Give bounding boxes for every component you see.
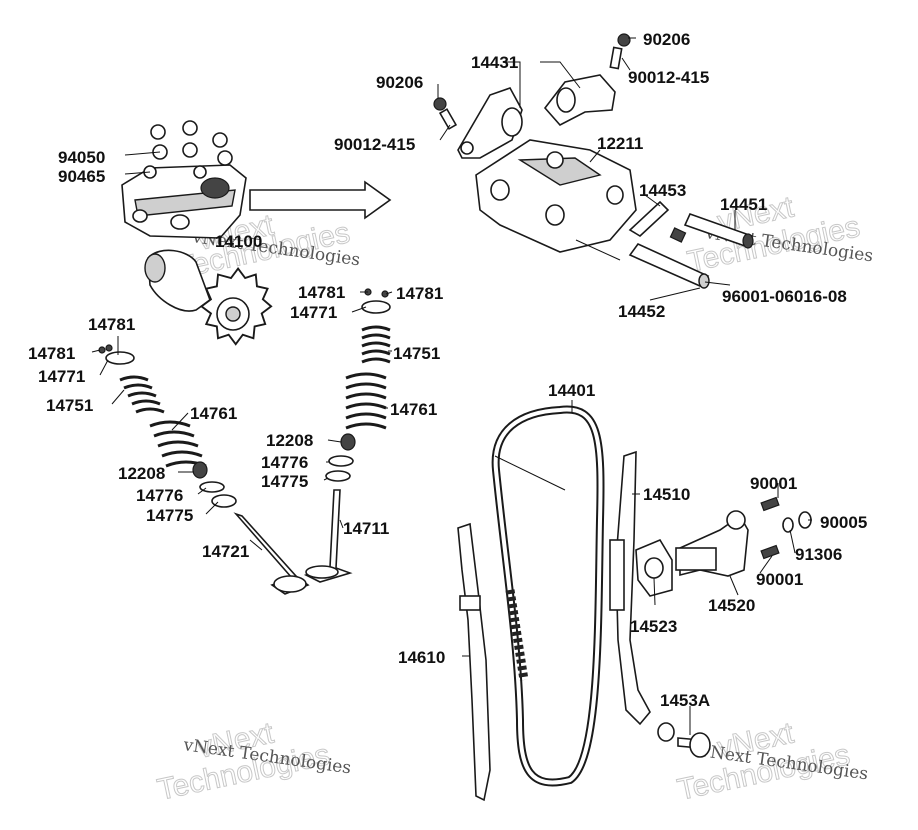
label-14775-right: 14775 (261, 472, 308, 491)
label-14776-right: 14776 (261, 453, 308, 472)
rocker-arms-drawing (433, 33, 631, 159)
assembly-arrow-icon (249, 180, 392, 220)
label-14711: 14711 (343, 519, 389, 538)
label-14452: 14452 (618, 302, 665, 321)
label-14520: 14520 (708, 596, 755, 615)
label-14610: 14610 (398, 648, 445, 667)
valve-stack-left-drawing (98, 344, 310, 595)
label-12208-right: 12208 (266, 431, 313, 450)
rocker-shafts-drawing (628, 200, 754, 289)
label-90206-left: 90206 (376, 73, 423, 92)
cylinder-head-block-drawing (475, 139, 637, 253)
label-90005: 90005 (820, 513, 867, 532)
watermark-group: vNext Technologies vNext Technologies vN… (154, 190, 874, 807)
part-labels: 90206 90012-415 14431 90206 90012-415 12… (28, 30, 867, 710)
label-14781-left: 14781 (28, 344, 75, 363)
chain-guide-left-drawing (457, 522, 491, 802)
chain-tensioner-drawing (635, 496, 812, 597)
timing-chain-drawing (491, 405, 605, 787)
label-14523: 14523 (630, 617, 677, 636)
label-14453: 14453 (639, 181, 686, 200)
label-12208-left: 12208 (118, 464, 165, 483)
label-14510: 14510 (643, 485, 690, 504)
label-14401: 14401 (548, 381, 595, 400)
label-14781-left-top: 14781 (88, 315, 135, 334)
label-14781-right-b: 14781 (396, 284, 443, 303)
label-90001-top: 90001 (750, 474, 797, 493)
camshaft-sprocket-drawing (144, 249, 273, 346)
label-90206-top: 90206 (643, 30, 690, 49)
label-96001-06016-08: 96001-06016-08 (722, 287, 847, 306)
label-14100: 14100 (215, 232, 262, 251)
rocker-assembly-drawing (121, 120, 247, 239)
label-90001-bottom: 90001 (756, 570, 803, 589)
label-14451: 14451 (720, 195, 767, 214)
label-91306: 91306 (795, 545, 842, 564)
tensioner-bolt-drawing (657, 722, 711, 758)
label-14751-right: 14751 (393, 344, 440, 363)
label-90465: 90465 (58, 167, 105, 186)
valve-stack-right-drawing (303, 288, 391, 583)
leader-lines (91, 37, 812, 735)
label-90012-415-left: 90012-415 (334, 135, 415, 154)
label-14771-right: 14771 (290, 303, 337, 322)
label-14751-left: 14751 (46, 396, 93, 415)
label-14761-right: 14761 (390, 400, 437, 419)
label-12211: 12211 (597, 134, 643, 153)
label-1453A: 1453A (660, 691, 710, 710)
label-14775-left: 14775 (146, 506, 193, 525)
label-14781-right-a: 14781 (298, 283, 345, 302)
label-14761-left: 14761 (190, 404, 237, 423)
label-14721: 14721 (202, 542, 249, 561)
label-94050: 94050 (58, 148, 105, 167)
tensioner-blade-drawing (609, 450, 651, 726)
label-14776-left: 14776 (136, 486, 183, 505)
label-14771-left: 14771 (38, 367, 85, 386)
label-90012-415-top: 90012-415 (628, 68, 709, 87)
label-14431: 14431 (471, 53, 518, 72)
